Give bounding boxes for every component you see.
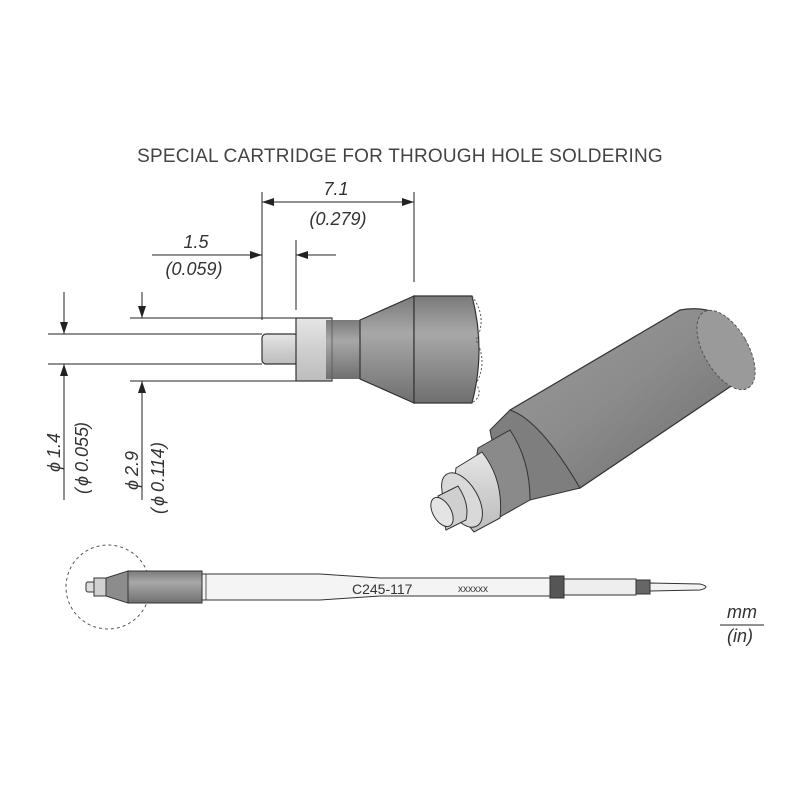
outer-diameter-mm: 2.9 xyxy=(122,451,142,477)
inner-diameter-mm: 1.4 xyxy=(44,433,64,458)
unit-in: (in) xyxy=(727,626,753,646)
total-length-mm: 7.1 xyxy=(323,179,348,199)
tip-side-view xyxy=(261,295,483,404)
inner-diameter-symbol: ϕ xyxy=(44,462,64,472)
dimension-inner-diameter: ϕ 1.4 ( ϕ 0.055 ) xyxy=(44,292,92,500)
tip-length-in: (0.059) xyxy=(165,259,222,279)
unit-mm: mm xyxy=(727,602,757,622)
total-length-in: (0.279) xyxy=(309,209,366,229)
tip-length-mm: 1.5 xyxy=(183,232,209,252)
svg-text:): ) xyxy=(148,442,168,450)
dimension-total-length: 7.1 (0.279) xyxy=(261,179,415,320)
outer-diameter-symbol-in: ϕ xyxy=(148,496,168,506)
outer-diameter-in: 0.114 xyxy=(148,448,168,492)
svg-text:(: ( xyxy=(72,486,92,494)
diagram-title: SPECIAL CARTRIDGE FOR THROUGH HOLE SOLDE… xyxy=(137,146,663,167)
outer-diameter-symbol: ϕ xyxy=(122,480,142,490)
cartridge-model: C245-117 xyxy=(352,581,413,597)
svg-text:(: ( xyxy=(148,506,168,514)
inner-diameter-symbol-in: ϕ xyxy=(72,476,92,486)
diameter-extension-lines xyxy=(48,317,296,382)
dimension-outer-diameter: ϕ 2.9 ( ϕ 0.114 ) xyxy=(122,292,168,514)
svg-text:): ) xyxy=(72,422,92,430)
cartridge-serial: xxxxxx xyxy=(458,584,488,595)
tip-perspective-view xyxy=(430,308,756,533)
cartridge-full-view: C245-117 xxxxxx xyxy=(65,544,707,630)
units-legend: mm (in) xyxy=(720,602,764,646)
dimension-tip-length: 1.5 (0.059) xyxy=(152,232,336,310)
inner-diameter-in: 0.055 xyxy=(72,426,92,472)
